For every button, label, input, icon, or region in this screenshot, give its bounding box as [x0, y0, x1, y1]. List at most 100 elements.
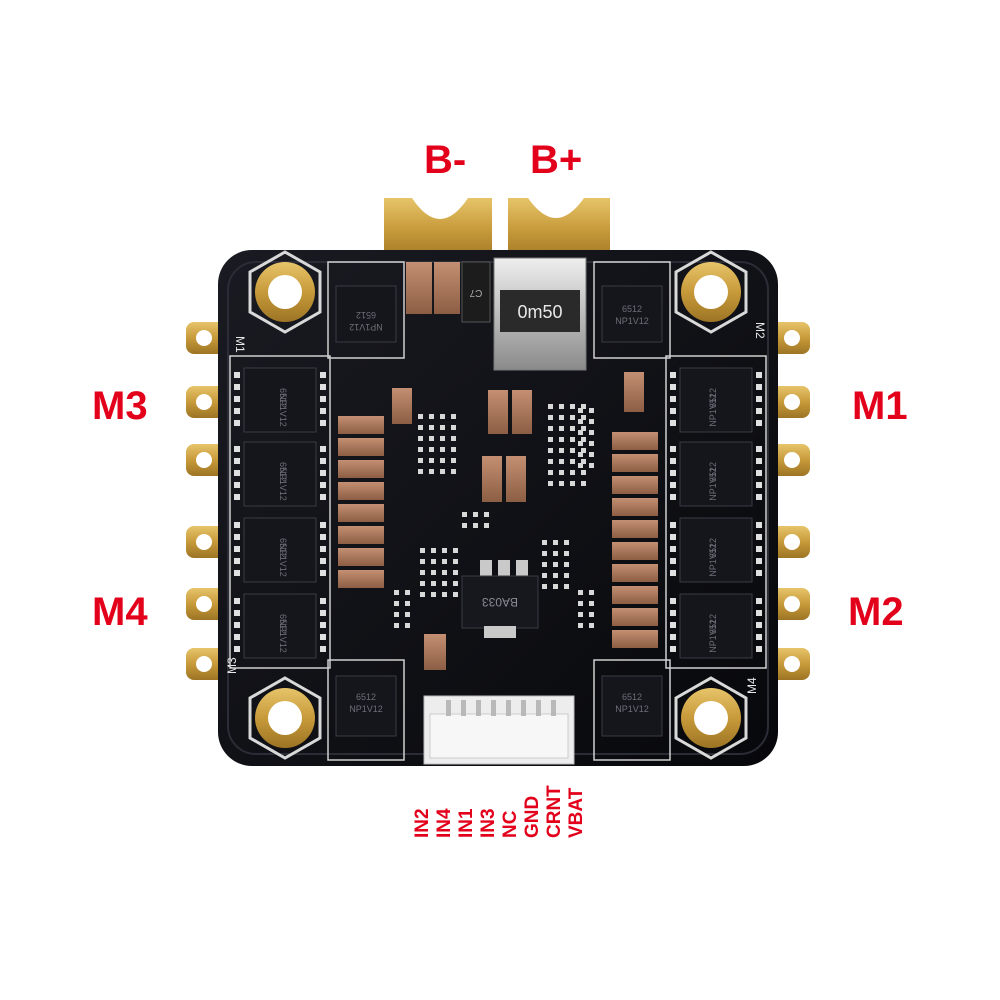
label-motor-2: M2: [848, 590, 904, 634]
label-motor-4: M4: [92, 590, 148, 634]
capacitor: [338, 482, 384, 500]
label-motor-3: M3: [92, 384, 148, 428]
battery-tabs: [384, 198, 610, 262]
battery-negative-pad: [384, 198, 492, 262]
capacitor: [612, 586, 658, 604]
connector-pin: [476, 700, 481, 716]
connector-pin: [461, 700, 466, 716]
svg-text:NP1V12: NP1V12: [708, 393, 718, 427]
mosfet-top-left: 6512 NP1V12: [327, 261, 405, 359]
capacitor: [612, 454, 658, 472]
capacitor: [612, 432, 658, 450]
connector-pin: [521, 700, 526, 716]
mounting-hole-bottom-right: [674, 676, 748, 760]
capacitor: [338, 438, 384, 456]
capacitor: [612, 564, 658, 582]
via-grids: [394, 404, 594, 628]
capacitor: [612, 498, 658, 516]
motor-pad-left-4: [186, 526, 226, 558]
connector-pin: [506, 700, 511, 716]
label-battery-positive: B+: [530, 138, 583, 182]
svg-text:0m50: 0m50: [517, 302, 562, 322]
svg-text:NP1V12: NP1V12: [278, 467, 288, 501]
voltage-regulator: BA033: [461, 560, 539, 638]
center-capacitors: [392, 372, 644, 670]
capacitor-columns: [338, 416, 658, 648]
svg-text:6512: 6512: [622, 304, 642, 314]
mounting-holes: [248, 250, 748, 760]
svg-text:NP1V12: NP1V12: [349, 322, 383, 332]
svg-text:6512: 6512: [708, 614, 718, 634]
motor-pad-right-2: [770, 386, 810, 418]
connector-pin: [551, 700, 556, 716]
svg-text:NP1V12: NP1V12: [708, 543, 718, 577]
signal-connector: [423, 695, 575, 765]
capacitor: [338, 526, 384, 544]
svg-text:NP1V12: NP1V12: [278, 393, 288, 427]
top-capacitors: C7: [406, 261, 491, 323]
pin-label-in3: IN3: [478, 808, 499, 838]
svg-text:NP1V12: NP1V12: [349, 704, 383, 714]
svg-text:NP1V12: NP1V12: [708, 619, 718, 653]
connector-pin: [536, 700, 541, 716]
silk-m2: M2: [753, 322, 767, 339]
motor-pad-right-4: [770, 526, 810, 558]
svg-text:NP1V12: NP1V12: [615, 316, 649, 326]
pin-label-gnd: GND: [522, 795, 543, 838]
svg-text:NP1V12: NP1V12: [615, 704, 649, 714]
svg-text:6512: 6512: [278, 614, 288, 634]
pin-label-vbat: VBAT: [566, 787, 587, 838]
svg-text:6512: 6512: [278, 462, 288, 482]
motor-pad-left-2: [186, 386, 226, 418]
label-motor-1: M1: [852, 384, 908, 428]
silk-m4: M4: [745, 677, 759, 694]
motor-pad-left-6: [186, 648, 226, 680]
capacitor: [612, 608, 658, 626]
svg-text:NP1V12: NP1V12: [278, 619, 288, 653]
capacitor: [612, 520, 658, 538]
svg-text:6512: 6512: [708, 538, 718, 558]
pin-label-nc: NC: [500, 810, 521, 838]
mosfet-bottom-left: 6512 NP1V12: [327, 659, 405, 761]
connector-pin: [491, 700, 496, 716]
capacitor: [338, 460, 384, 478]
svg-text:6512: 6512: [356, 310, 376, 320]
svg-text:NP1V12: NP1V12: [708, 467, 718, 501]
mosfet-bottom-right: 6512 NP1V12: [593, 659, 671, 761]
motor-pad-right-3: [770, 444, 810, 476]
silk-m1: M1: [233, 336, 247, 353]
svg-text:6512: 6512: [356, 692, 376, 702]
svg-text:6512: 6512: [708, 462, 718, 482]
motor-pads-left: [186, 322, 226, 680]
capacitor: [338, 416, 384, 434]
svg-text:6512: 6512: [622, 692, 642, 702]
svg-text:NP1V12: NP1V12: [278, 543, 288, 577]
capacitor: [612, 476, 658, 494]
motor-pad-right-1: [770, 322, 810, 354]
battery-positive-pad: [508, 198, 610, 262]
svg-text:6512: 6512: [278, 388, 288, 408]
capacitor: [612, 630, 658, 648]
svg-text:C7: C7: [469, 287, 482, 298]
mounting-hole-top-left: [248, 250, 322, 334]
pin-label-in1: IN1: [456, 808, 477, 838]
capacitor: [338, 570, 384, 588]
svg-text:6512: 6512: [278, 538, 288, 558]
motor-pad-left-1: [186, 322, 226, 354]
pin-label-in2: IN2: [412, 808, 433, 838]
pin-label-in4: IN4: [434, 808, 455, 838]
silk-m3: M3: [225, 657, 239, 674]
motor-pad-left-3: [186, 444, 226, 476]
capacitor: [338, 504, 384, 522]
connector-pin: [446, 700, 451, 716]
motor-pads-right: [770, 322, 810, 680]
